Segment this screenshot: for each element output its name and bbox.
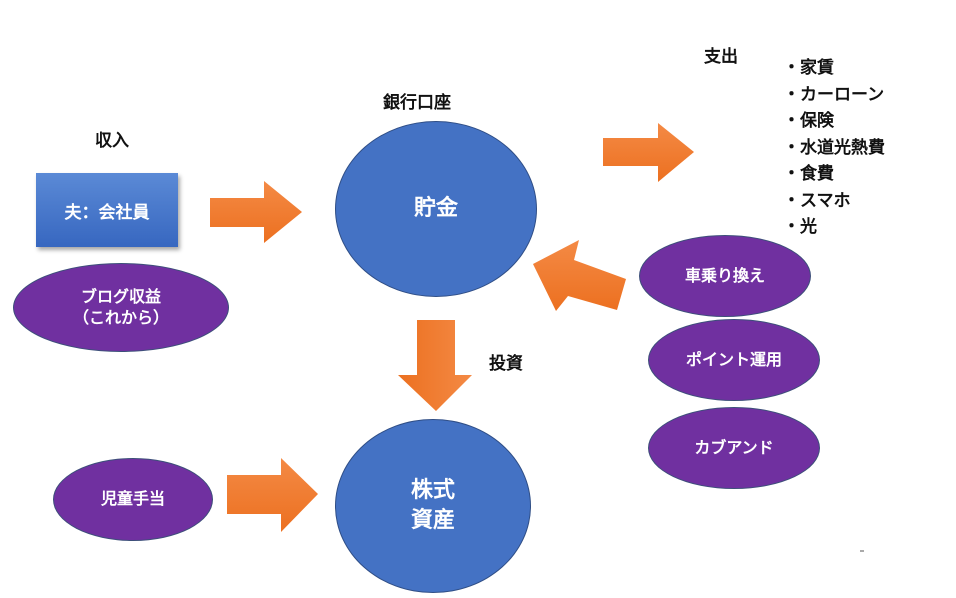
expense-list: ・家賃 ・カーローン ・保険 ・水道光熱費 ・食費 ・スマホ ・光	[783, 55, 885, 241]
stock-assets-label-line2: 資産	[410, 508, 455, 533]
expenses-heading: 支出	[704, 47, 738, 67]
kabu-and-label: カブアンド	[694, 437, 774, 457]
expense-item: ・食費	[783, 164, 834, 184]
expense-item: ・家賃	[783, 58, 834, 78]
expense-item: ・スマホ	[783, 190, 851, 211]
savings-ellipse: 貯金	[335, 121, 537, 297]
child-allowance-label: 児童手当	[100, 489, 165, 509]
blog-income-note: （これから）	[72, 307, 169, 327]
arrow-savings-to-stocks	[398, 320, 472, 411]
child-allowance-ellipse: 児童手当	[53, 458, 213, 541]
point-investing-ellipse: ポイント運用	[648, 319, 820, 401]
arrow-allowance-to-stocks	[227, 458, 318, 532]
expense-item: ・光	[783, 217, 817, 237]
expense-item: ・カーローン	[783, 84, 885, 105]
blog-income-label: ブログ収益	[80, 286, 161, 306]
blog-income-ellipse: ブログ収益 （これから）	[13, 263, 229, 352]
income-heading: 収入	[95, 131, 129, 151]
stock-assets-ellipse: 株式 資産	[335, 419, 531, 593]
investment-label: 投資	[489, 354, 523, 374]
arrow-savings-to-expenses	[603, 123, 694, 182]
arrow-savings-boost-to-savings	[533, 240, 626, 311]
bank-account-heading: 銀行口座	[383, 93, 451, 113]
car-replacement-label: 車乗り換え	[684, 265, 765, 285]
stray-mark	[860, 550, 864, 552]
kabu-and-ellipse: カブアンド	[648, 407, 820, 489]
husband-employee-box: 夫：会社員	[36, 173, 178, 247]
expense-item: ・水道光熱費	[783, 137, 885, 158]
point-investing-label: ポイント運用	[685, 349, 782, 369]
husband-employee-label: 夫：会社員	[64, 202, 150, 223]
stock-assets-label-line1: 株式	[410, 478, 455, 504]
car-replacement-ellipse: 車乗り換え	[639, 235, 811, 317]
expense-item: ・保険	[783, 111, 834, 131]
arrow-income-to-savings	[210, 181, 302, 243]
savings-label: 貯金	[413, 196, 458, 222]
